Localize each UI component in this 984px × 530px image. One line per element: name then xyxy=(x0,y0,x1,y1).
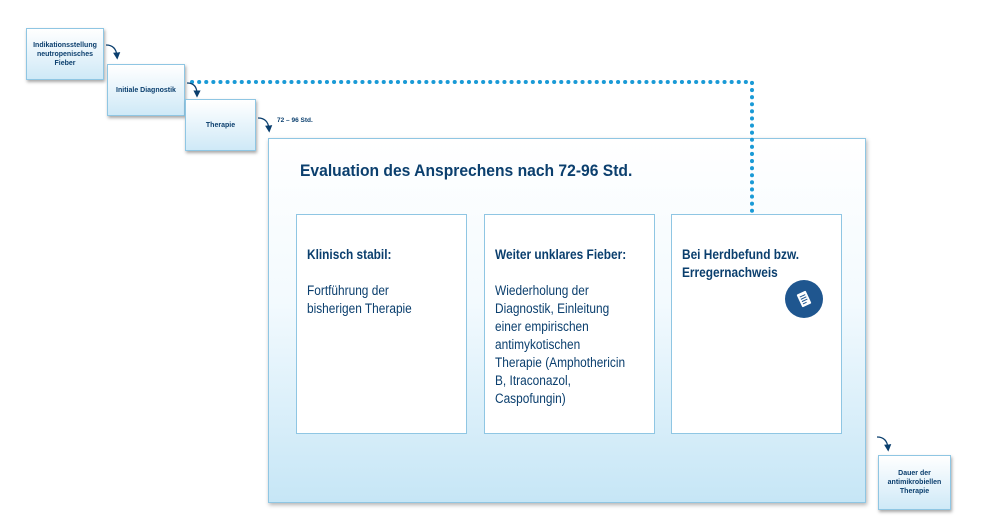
card-heading: Klinisch stabil: xyxy=(307,247,392,262)
card-heading: Bei Herdbefund bzw. Erregernachweis xyxy=(682,247,800,280)
step-therapie: Therapie xyxy=(185,99,256,151)
evaluation-title: Evaluation des Ansprechens nach 72-96 St… xyxy=(300,161,633,180)
dotted-feedback-line xyxy=(190,80,754,214)
document-icon[interactable] xyxy=(785,280,823,318)
card-body: Wiederholung der Diagnostik, Einleitung … xyxy=(495,283,626,406)
card-klinisch-stabil: Klinisch stabil: Fortführung der bisheri… xyxy=(296,214,467,434)
curved-arrow-icon xyxy=(186,82,201,98)
card-body: Fortführung der bisherigen Therapie xyxy=(307,283,412,316)
step-initiale-diagnostik: Initiale Diagnostik xyxy=(107,64,185,116)
curved-arrow-icon xyxy=(876,436,892,452)
step-dauer-therapie: Dauer der antimikrobiellen Therapie xyxy=(878,455,951,510)
curved-arrow-icon xyxy=(257,117,273,133)
step-indikationsstellung: Indikationsstellung neutropenisches Fieb… xyxy=(26,28,104,80)
interval-label: 72 – 96 Std. xyxy=(277,117,313,124)
card-unklares-fieber: Weiter unklares Fieber: Wiederholung der… xyxy=(484,214,655,434)
curved-arrow-icon xyxy=(105,44,121,60)
card-herdbefund: Bei Herdbefund bzw. Erregernachweis xyxy=(671,214,842,434)
card-heading: Weiter unklares Fieber: xyxy=(495,247,627,262)
evaluation-panel: Evaluation des Ansprechens nach 72-96 St… xyxy=(268,138,866,503)
